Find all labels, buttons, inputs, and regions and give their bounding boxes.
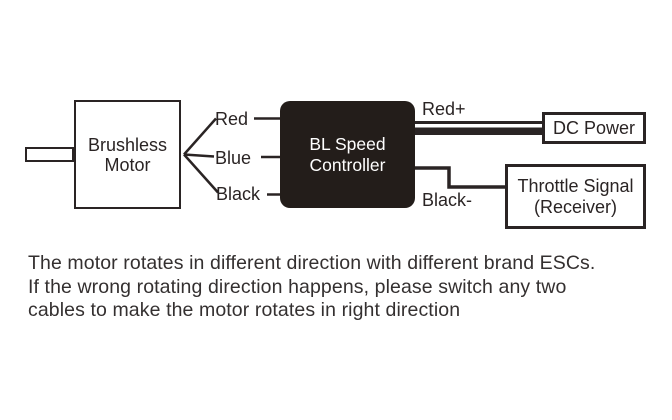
speed-controller-box: BL Speed Controller <box>280 101 415 208</box>
caption-line-2: If the wrong rotating direction happens,… <box>28 275 567 298</box>
brushless-motor-label: Brushless Motor <box>87 134 168 175</box>
caption-note: The motor rotates in different direction… <box>28 252 664 323</box>
power-cable-thin-line <box>415 121 545 124</box>
caption-line-3: cables to make the motor rotates in righ… <box>28 299 461 321</box>
wire-red-fan-line <box>183 117 217 156</box>
wire-black-fan-line <box>183 153 219 194</box>
wire-label-red: Red <box>215 109 249 129</box>
caption-line-1: The motor rotates in different direction… <box>28 252 596 274</box>
wire-label-red-plus: Red+ <box>422 99 466 119</box>
motor-shaft <box>25 147 74 162</box>
wire-blue-fan-line <box>183 153 215 158</box>
throttle-signal-wire <box>415 166 507 189</box>
throttle-signal-label: Throttle Signal (Receiver) <box>517 175 634 217</box>
dc-power-box: DC Power <box>542 112 646 144</box>
brushless-motor-box: Brushless Motor <box>74 100 181 209</box>
speed-controller-label: BL Speed Controller <box>309 133 386 175</box>
wire-label-blue: Blue <box>215 148 252 168</box>
dc-power-label: DC Power <box>552 117 636 138</box>
wire-label-black-minus: Black- <box>422 190 473 210</box>
throttle-signal-box: Throttle Signal (Receiver) <box>505 164 646 229</box>
power-cable-thick-line <box>415 127 545 135</box>
wire-label-black: Black <box>216 184 261 204</box>
